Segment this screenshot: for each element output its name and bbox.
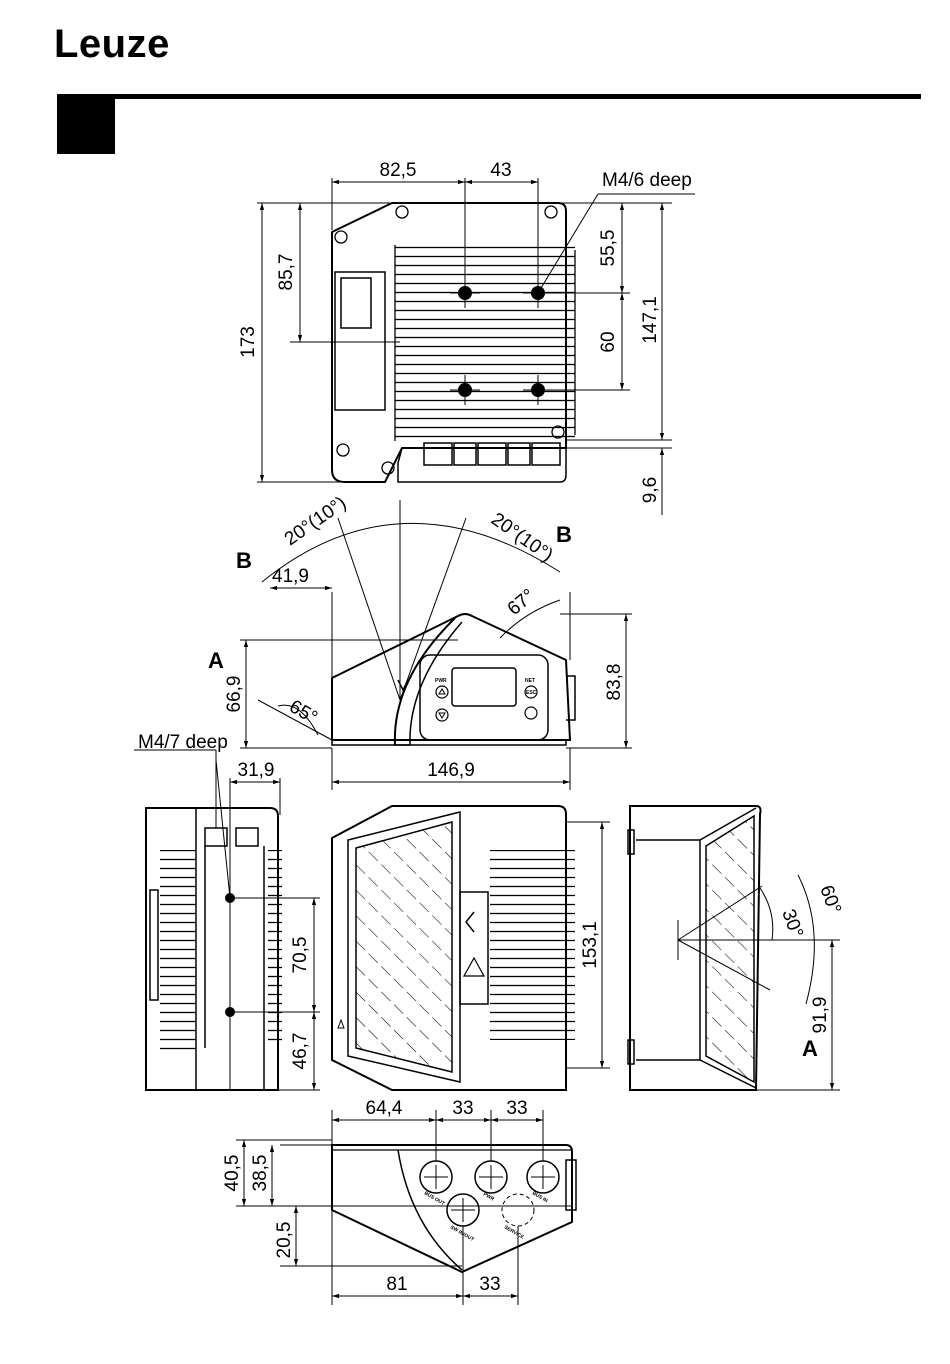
label-view-b-right: B bbox=[556, 522, 572, 547]
label-angle-30: 30° bbox=[777, 907, 807, 941]
dim-64-4: 64,4 bbox=[366, 1098, 403, 1119]
label-angle-60: 60° bbox=[815, 883, 845, 917]
dim-91-9: 91,9 bbox=[810, 997, 831, 1034]
label-thread-side: M4/7 deep bbox=[138, 732, 228, 753]
label-angle-67: 67° bbox=[504, 585, 540, 620]
dim-85-7: 85,7 bbox=[276, 254, 297, 291]
up-button-icon bbox=[436, 686, 448, 698]
dim-153-1: 153,1 bbox=[580, 921, 601, 969]
dim-46-7: 46,7 bbox=[290, 1033, 311, 1070]
dim-38-5: 38,5 bbox=[250, 1155, 271, 1192]
dim-41-9: 41,9 bbox=[272, 566, 309, 587]
exit-window bbox=[356, 822, 452, 1072]
label-net-led: NET bbox=[525, 678, 535, 684]
top-view-cooling-ribs bbox=[395, 245, 575, 441]
top-view bbox=[257, 178, 695, 515]
label-esc: ESC bbox=[526, 690, 537, 696]
dim-20-5: 20,5 bbox=[274, 1222, 295, 1259]
dim-43: 43 bbox=[490, 160, 511, 181]
label-angle-b-left: 20°(10°) bbox=[281, 493, 350, 550]
right-view-window bbox=[706, 816, 754, 1082]
dim-40-5: 40,5 bbox=[222, 1155, 243, 1192]
laser-warning-icon bbox=[464, 958, 484, 976]
top-view-connectors bbox=[424, 443, 560, 465]
dim-70-5: 70,5 bbox=[290, 937, 311, 974]
screw-icon bbox=[545, 206, 557, 218]
front-view-housing bbox=[332, 614, 570, 740]
label-view-b-left: B bbox=[236, 548, 252, 573]
dim-146-9: 146,9 bbox=[427, 760, 475, 781]
enter-button-icon bbox=[525, 707, 537, 719]
label-view-a-front: A bbox=[208, 648, 224, 673]
label-service: SERVICE bbox=[503, 1225, 526, 1241]
label-angle-b-right: 20°(10°) bbox=[487, 509, 556, 566]
dim-83-8: 83,8 bbox=[604, 664, 625, 701]
dim-33-a: 33 bbox=[452, 1098, 473, 1119]
label-angle-65: 65° bbox=[286, 696, 321, 729]
dim-55-5: 55,5 bbox=[598, 230, 619, 267]
service-connector-icon bbox=[502, 1194, 534, 1226]
label-view-a-side: A bbox=[802, 1036, 818, 1061]
screw-icon bbox=[337, 444, 349, 456]
dim-9-6: 9,6 bbox=[640, 477, 661, 503]
front-view-display bbox=[452, 668, 516, 706]
down-button-icon bbox=[436, 709, 448, 721]
screw-icon bbox=[335, 231, 347, 243]
window-view bbox=[332, 806, 610, 1090]
bottom-view-housing bbox=[332, 1145, 572, 1272]
screw-icon bbox=[396, 206, 408, 218]
label-sw-in-out: SW IN/OUT bbox=[449, 1225, 475, 1243]
dim-66-9: 66,9 bbox=[224, 676, 245, 713]
dim-173: 173 bbox=[238, 326, 259, 358]
dim-82-5: 82,5 bbox=[380, 160, 417, 181]
dim-60: 60 bbox=[598, 331, 619, 352]
label-pwr-led: PWR bbox=[435, 678, 447, 684]
dim-33-c: 33 bbox=[479, 1274, 500, 1295]
dim-147-1: 147,1 bbox=[640, 296, 661, 344]
dim-33-b: 33 bbox=[506, 1098, 527, 1119]
dim-31-9: 31,9 bbox=[238, 760, 275, 781]
top-view-display-window bbox=[335, 272, 385, 410]
dim-81: 81 bbox=[386, 1274, 407, 1295]
label-thread-top: M4/6 deep bbox=[602, 170, 692, 191]
